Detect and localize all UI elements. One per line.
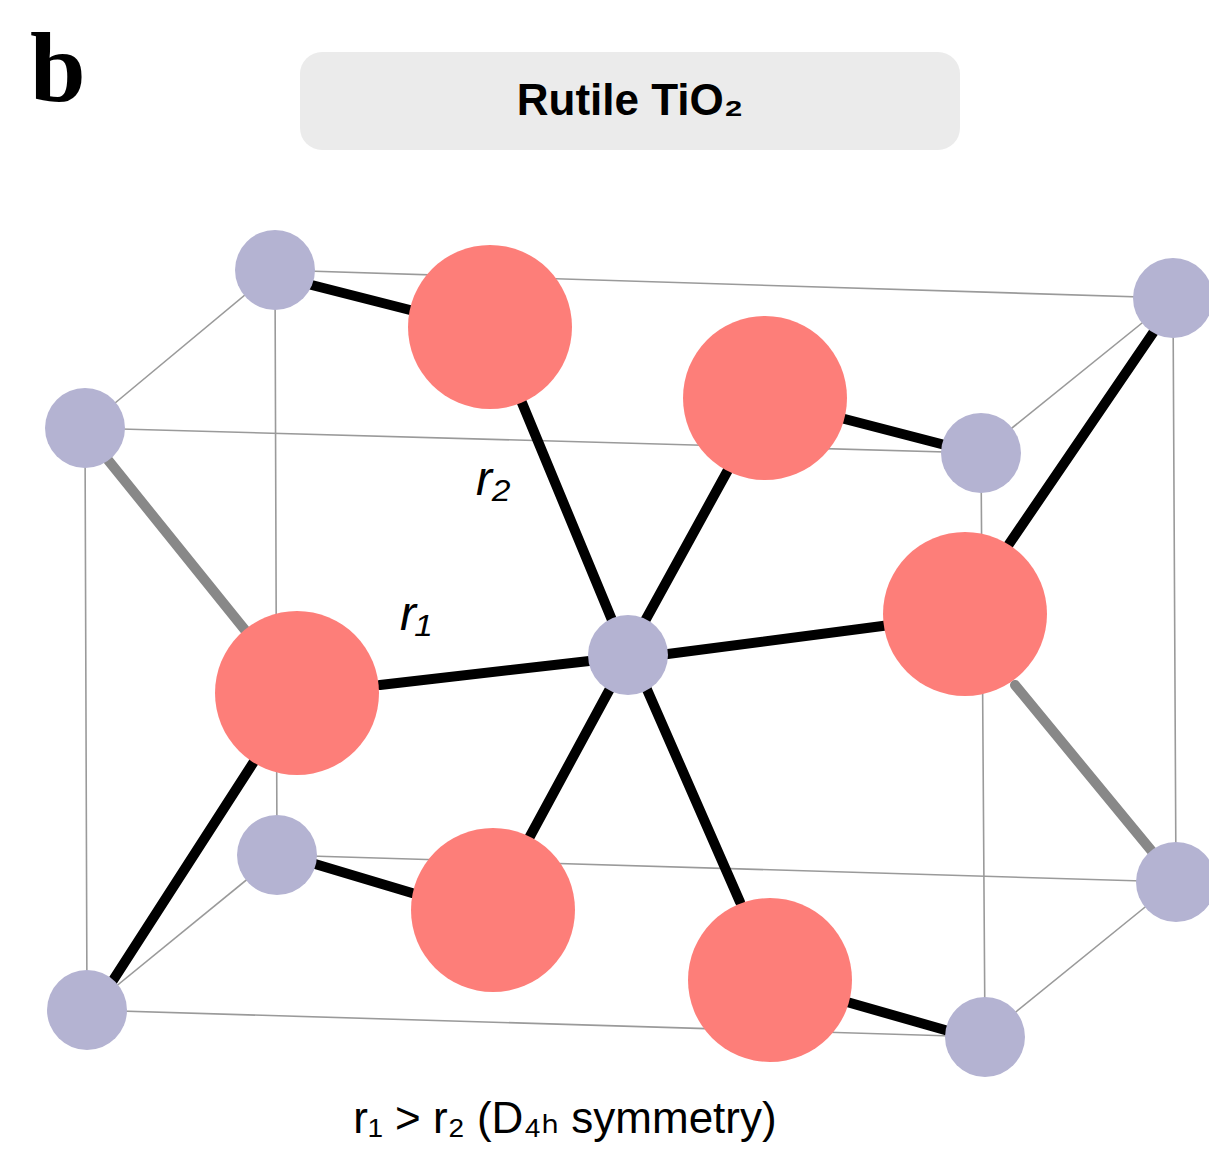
bonds-front [110, 280, 1155, 1030]
bond-length-label: r₁ [400, 590, 431, 638]
title-band [300, 52, 960, 150]
panel-letter: b [30, 18, 86, 118]
bond-length-label: r₂ [476, 455, 510, 503]
unit-cell-edges [85, 270, 1176, 1037]
oxygen-atoms [215, 245, 1047, 1062]
panel-title: Rutile TiO₂ [517, 78, 744, 122]
symmetry-caption: r₁ > r₂ (D₄ₕ symmetry) [353, 1096, 776, 1140]
bonds-back [108, 460, 1155, 855]
titanium-atoms [45, 230, 1209, 1077]
